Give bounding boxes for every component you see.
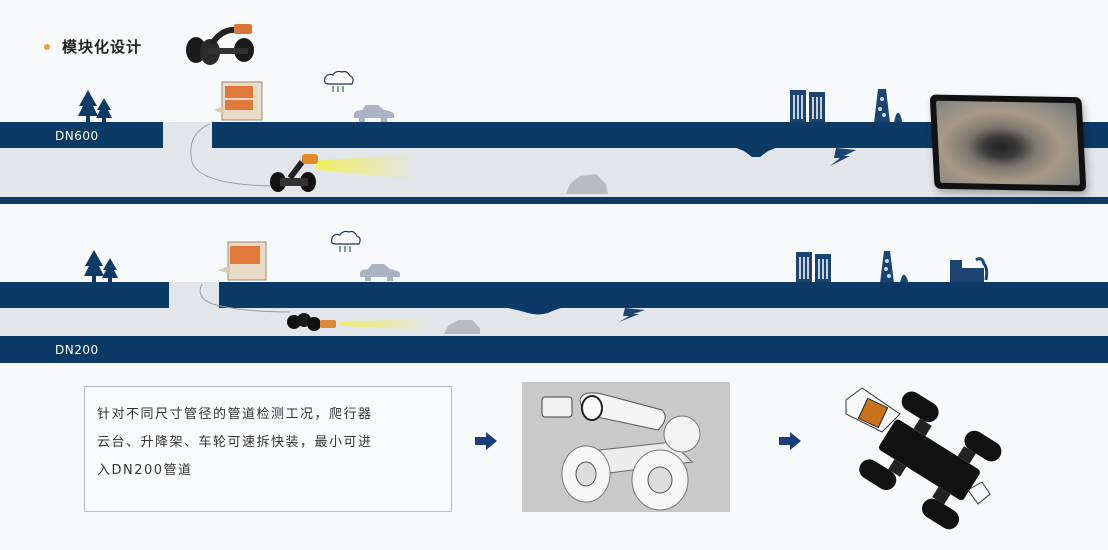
pipe-video-feed xyxy=(935,100,1081,186)
oil-tower-icon xyxy=(880,251,908,283)
arrow-right-icon xyxy=(475,432,497,450)
factory-icon xyxy=(950,257,989,283)
pipe-dn200-top-left xyxy=(0,282,169,308)
crawler-robot-icon xyxy=(287,313,336,331)
pipe-dn200-top-right xyxy=(219,282,1108,308)
building-icon xyxy=(790,90,825,123)
bullet-dot-icon xyxy=(44,43,50,50)
pipe-dn600-bottom xyxy=(0,197,1108,204)
robot-render-icon xyxy=(541,392,701,511)
lightning-crack-icon xyxy=(830,148,856,166)
rock-icon xyxy=(566,174,608,194)
crawler-robot-icon xyxy=(270,154,318,192)
pipe-label-dn600: DN600 xyxy=(55,129,99,143)
pipe-dn600-shaft xyxy=(163,122,212,148)
lightning-crack-icon xyxy=(619,308,645,322)
tablet-monitor-icon xyxy=(929,94,1087,192)
description-line-3: 入DN200管道 xyxy=(97,463,193,478)
crawler-robot-icon xyxy=(186,24,254,65)
description-box: 针对不同尺寸管径的管道检测工况，爬行器 云台、升降架、车轮可速拆快装，最小可进 … xyxy=(84,386,452,512)
pipe-sag-defect xyxy=(734,147,778,157)
control-box-icon xyxy=(218,241,267,281)
control-box-icon xyxy=(214,81,263,121)
pipe-dn200-shaft xyxy=(169,282,219,308)
tether-cable xyxy=(190,123,281,187)
tether-cable xyxy=(199,283,291,313)
pipe-dn600-interior xyxy=(0,148,1108,197)
description-line-1: 针对不同尺寸管径的管道检测工况，爬行器 xyxy=(97,407,373,422)
arrow-right-icon xyxy=(779,432,801,450)
disassembled-robot-photo xyxy=(522,382,730,512)
tree-icon xyxy=(84,250,118,284)
description-line-2: 云台、升降架、车轮可速拆快装，最小可进 xyxy=(97,435,373,450)
rock-icon xyxy=(444,320,480,334)
tree-icon xyxy=(78,90,112,124)
pipe-sag-defect xyxy=(508,307,564,315)
pipe-dn600-top-left: DN600 xyxy=(0,122,163,148)
title-text: 模块化设计 xyxy=(62,38,143,56)
section-title: 模块化设计 xyxy=(44,36,142,57)
pipe-dn200-interior xyxy=(0,308,1108,336)
car-icon xyxy=(360,264,400,281)
assembled-robot-topview xyxy=(845,387,1002,530)
oil-tower-icon xyxy=(874,89,902,123)
building-icon xyxy=(796,252,831,283)
pipe-label-dn200: DN200 xyxy=(55,343,99,357)
car-icon xyxy=(354,105,394,122)
rain-cloud-icon xyxy=(330,230,361,252)
pipe-dn200-bottom: DN200 xyxy=(0,336,1108,363)
rain-cloud-icon xyxy=(323,70,354,92)
